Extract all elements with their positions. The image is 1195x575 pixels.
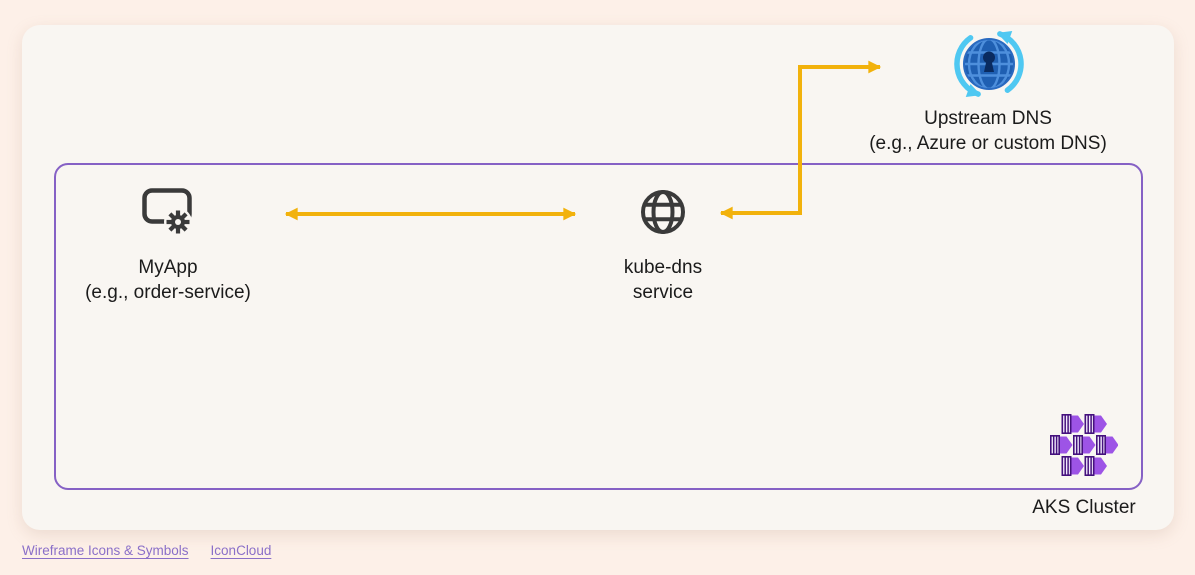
- aks-cluster-box: [54, 163, 1143, 490]
- kube-dns-label: kube-dns service: [563, 255, 763, 305]
- kube-dns-label-line2: service: [632, 282, 694, 303]
- myapp-label: MyApp (e.g., order-service): [43, 255, 293, 305]
- device-gear-icon: [142, 188, 192, 236]
- iconcloud-link[interactable]: IconCloud: [210, 543, 272, 558]
- myapp-label-line1: MyApp: [138, 257, 198, 278]
- footer-links: Wireframe Icons & Symbols IconCloud: [22, 543, 271, 558]
- myapp-label-line2: (e.g., order-service): [85, 282, 251, 303]
- secure-globe-sync-icon: [954, 31, 1024, 97]
- aks-cluster-label: AKS Cluster: [1032, 497, 1136, 518]
- upstream-dns-label-line1: Upstream DNS: [924, 108, 1052, 129]
- upstream-dns-label-line2: (e.g., Azure or custom DNS): [869, 133, 1107, 154]
- globe-icon: [641, 190, 685, 234]
- wireframe-icons-link[interactable]: Wireframe Icons & Symbols: [22, 543, 189, 558]
- diagram-panel: Upstream DNS (e.g., Azure or custom DNS): [22, 25, 1174, 530]
- kube-dns-label-line1: kube-dns: [623, 257, 703, 278]
- upstream-dns-label: Upstream DNS (e.g., Azure or custom DNS): [813, 106, 1163, 156]
- container-cluster-icon: [1050, 414, 1118, 477]
